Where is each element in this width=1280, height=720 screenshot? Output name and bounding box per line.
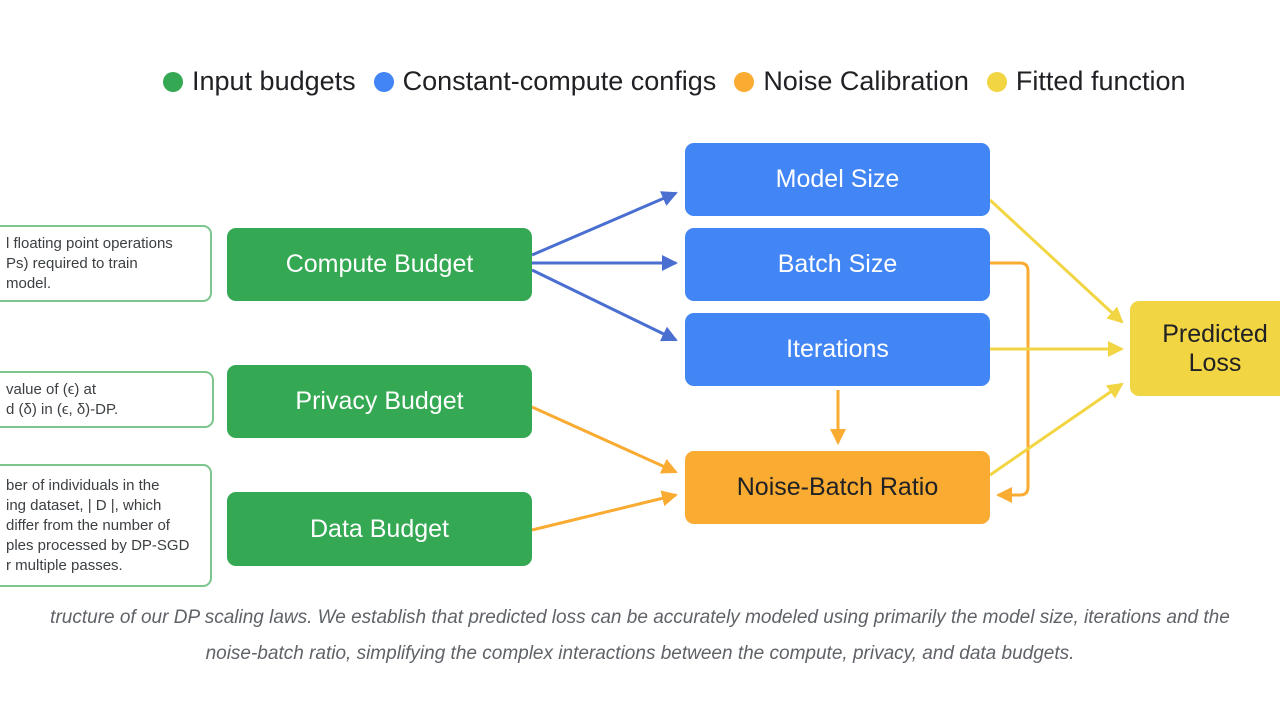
legend-label: Input budgets xyxy=(192,66,356,96)
desc-line: l floating point operations xyxy=(6,234,173,252)
caption-line2: noise-batch ratio, simplifying the compl… xyxy=(205,643,1075,664)
arrow-privacy-to-noise xyxy=(531,405,678,474)
arrow-compute-to-model-size xyxy=(531,191,678,257)
compute-description: l floating point operations Ps) required… xyxy=(0,225,212,302)
data-budget-node: Data Budget xyxy=(227,492,532,566)
arrow-noise-to-loss xyxy=(989,382,1124,477)
legend-item-fitted-function: Fitted function xyxy=(986,66,1186,97)
model-size-node: Model Size xyxy=(685,143,990,216)
arrow-batch-to-noise xyxy=(990,261,1030,503)
orange-dot-icon xyxy=(734,71,755,92)
iterations-node: Iterations xyxy=(685,313,990,386)
legend-label: Constant-compute configs xyxy=(402,66,717,96)
caption-line1: tructure of our DP scaling laws. We esta… xyxy=(50,607,1230,628)
batch-size-node: Batch Size xyxy=(685,228,990,301)
legend-label: Fitted function xyxy=(1015,66,1186,96)
arrow-model-to-loss xyxy=(988,198,1124,324)
legend-label: Noise Calibration xyxy=(763,66,969,96)
desc-line: ing dataset, | D |, which xyxy=(6,496,162,514)
legend-item-input-budgets: Input budgets xyxy=(163,66,356,97)
desc-line: value of (ϵ) at xyxy=(6,380,96,398)
desc-line: ber of individuals in the xyxy=(6,476,160,494)
yellow-dot-icon xyxy=(986,71,1007,92)
privacy-budget-node: Privacy Budget xyxy=(227,365,532,438)
privacy-description: value of (ϵ) at d (δ) in (ϵ, δ)-DP. xyxy=(0,371,214,428)
predicted-loss-node: Predicted Loss xyxy=(1130,301,1280,396)
arrow-data-to-noise xyxy=(531,490,678,532)
compute-budget-node: Compute Budget xyxy=(227,228,532,301)
legend-item-noise-calibration: Noise Calibration xyxy=(734,66,969,97)
desc-line: differ from the number of xyxy=(6,516,170,534)
desc-line: Ps) required to train xyxy=(6,254,138,272)
desc-line: ples processed by DP-SGD xyxy=(6,536,190,554)
blue-dot-icon xyxy=(373,71,394,92)
arrow-compute-to-iterations xyxy=(531,268,678,342)
predicted-loss-line2: Loss xyxy=(1188,348,1242,377)
desc-line: model. xyxy=(6,274,52,292)
data-description: ber of individuals in the ing dataset, |… xyxy=(0,464,212,587)
desc-line: r multiple passes. xyxy=(6,556,123,574)
green-dot-icon xyxy=(163,71,183,92)
desc-line: d (δ) in (ϵ, δ)-DP. xyxy=(6,400,119,418)
predicted-loss-line1: Predicted xyxy=(1162,319,1268,348)
legend: Input budgets Constant-compute configs N… xyxy=(163,66,1204,97)
noise-batch-ratio-node: Noise-Batch Ratio xyxy=(685,451,990,524)
legend-item-constant-compute: Constant-compute configs xyxy=(373,66,717,97)
